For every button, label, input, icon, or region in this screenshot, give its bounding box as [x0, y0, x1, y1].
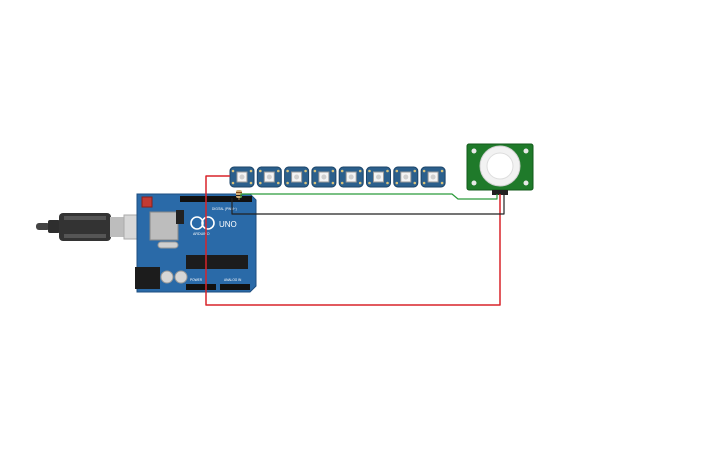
- pir-motion-sensor[interactable]: [466, 143, 534, 195]
- capacitor: [174, 270, 188, 284]
- neopixel-5[interactable]: [338, 166, 364, 188]
- pir-mount-hole: [471, 148, 477, 154]
- digital-header[interactable]: [180, 196, 252, 202]
- wires: [205, 175, 505, 306]
- reset-button[interactable]: [141, 196, 153, 208]
- neopixel-6[interactable]: [366, 166, 391, 188]
- pir-mount-hole: [523, 148, 529, 154]
- neopixel-1[interactable]: [229, 166, 255, 188]
- pir-mount-hole: [523, 180, 529, 186]
- arduino-logo-icon: [190, 216, 215, 230]
- usb-jack: [149, 211, 179, 241]
- neopixel-7[interactable]: [393, 166, 419, 188]
- neopixel-3[interactable]: [284, 166, 310, 188]
- neopixel-2[interactable]: [256, 166, 282, 188]
- power-header[interactable]: [186, 284, 216, 290]
- usb-cable-icon[interactable]: [36, 213, 151, 241]
- neopixel-4[interactable]: [311, 166, 337, 188]
- crystal: [157, 241, 179, 249]
- pir-dome-lens: [486, 152, 514, 180]
- pir-mount-hole: [471, 180, 477, 186]
- capacitor: [160, 270, 174, 284]
- wire-ground[interactable]: [231, 194, 505, 215]
- analog-header[interactable]: [220, 284, 250, 290]
- neopixel-strip[interactable]: [229, 166, 446, 188]
- neopixel-8[interactable]: [420, 166, 446, 188]
- digital-label: DIGITAL (PWM~): [212, 207, 237, 211]
- board-brand: ARDUINO: [193, 232, 210, 236]
- wire-power[interactable]: [205, 175, 501, 306]
- power-label: POWER: [190, 278, 203, 282]
- wire-signal[interactable]: [240, 193, 498, 200]
- icsp-header: [176, 210, 184, 224]
- pir-pins[interactable]: [492, 190, 508, 195]
- board-name: UNO: [219, 220, 237, 229]
- arduino-uno-board[interactable]: UNO ARDUINO DIGITAL (PWM~) POWER ANALOG …: [135, 193, 257, 293]
- analog-label: ANALOG IN: [224, 278, 242, 282]
- atmega-chip: [186, 255, 248, 269]
- power-jack: [135, 267, 160, 289]
